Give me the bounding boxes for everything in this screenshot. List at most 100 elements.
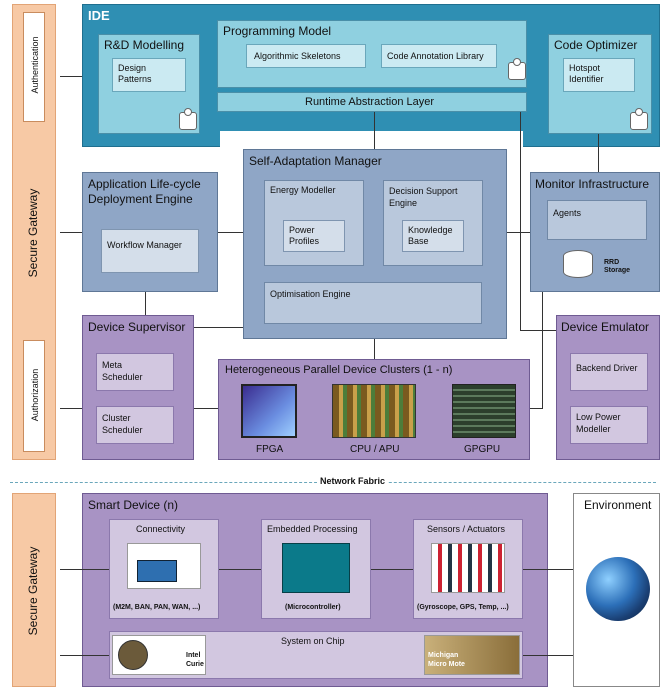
low-power-label: Low Power Modeller (576, 412, 621, 434)
algorithmic-skeletons-box (246, 44, 366, 68)
connector (219, 569, 261, 570)
connectivity-title: Connectivity (136, 524, 186, 534)
hotspot-identifier-label: Hotspot Identifier (569, 63, 604, 84)
connector (598, 134, 599, 172)
network-fabric-label: Network Fabric (317, 476, 389, 486)
workflow-manager-label: Workflow Manager (107, 240, 182, 250)
arduino-board-icon (282, 543, 350, 593)
device-emulator-title: Device Emulator (561, 320, 650, 334)
algorithmic-skeletons-label: Algorithmic Skeletons (254, 51, 341, 61)
agents-box (547, 200, 647, 240)
knowledge-base-label: Knowledge Base (408, 225, 453, 246)
programming-model-title: Programming Model (223, 24, 332, 38)
meta-scheduler-label: Meta Scheduler (102, 360, 143, 382)
environment-title: Environment (584, 498, 652, 512)
cpu-label: CPU / APU (350, 444, 400, 455)
energy-modeller-label: Energy Modeller (270, 185, 336, 195)
secure-gateway-top-label: Secure Gateway (26, 188, 40, 278)
meta-scheduler-box (96, 353, 174, 391)
connector (60, 569, 109, 570)
ide-notch (220, 131, 523, 148)
connector (530, 408, 543, 409)
michigan-label-1: Michigan (428, 652, 459, 659)
embedded-title: Embedded Processing (267, 524, 358, 534)
optimisation-engine-box (264, 282, 482, 324)
gpu-chip-icon (452, 384, 516, 438)
authentication-label: Authentication (30, 36, 40, 94)
ide-title: IDE (88, 8, 110, 23)
earth-globe-icon (586, 557, 650, 621)
low-power-box (570, 406, 648, 444)
fpga-label: FPGA (256, 444, 284, 455)
power-profiles-label: Power Profiles (289, 225, 320, 246)
intel-label-2: Curie (186, 661, 204, 668)
sam-title: Self-Adaptation Manager (249, 154, 382, 168)
connector (145, 292, 146, 315)
connector (523, 655, 573, 656)
embedded-caption: (Microcontroller) (285, 604, 341, 611)
gpgpu-label: GPGPU (464, 444, 501, 455)
connector (542, 292, 543, 408)
code-annotation-label: Code Annotation Library (387, 51, 484, 61)
cluster-scheduler-label: Cluster Scheduler (102, 413, 143, 435)
design-patterns-label: Design Patterns (118, 63, 152, 84)
code-optimizer-title: Code Optimizer (554, 38, 638, 52)
secure-gateway-bottom-label: Secure Gateway (26, 546, 40, 636)
hpdc-title: Heterogeneous Parallel Device Clusters (… (225, 364, 453, 376)
knowledge-base-box (402, 220, 464, 252)
micro-mote-image (424, 635, 520, 675)
sensors-caption: (Gyroscope, GPS, Temp, ...) (417, 604, 509, 611)
cpu-chip-icon (332, 384, 416, 438)
cluster-scheduler-box (96, 406, 174, 444)
connector (60, 655, 109, 656)
alm-title-1: Application Life-cycle (88, 177, 201, 191)
backend-driver-box (570, 353, 648, 391)
connector (374, 339, 375, 359)
connector (194, 408, 218, 409)
connector (194, 327, 243, 328)
connector (523, 569, 573, 570)
connector (218, 232, 243, 233)
hotspot-identifier-box (563, 58, 635, 92)
connector (60, 408, 82, 409)
sensors-title: Sensors / Actuators (427, 524, 506, 534)
authorization-label: Authorization (30, 368, 40, 422)
database-icon (563, 250, 593, 278)
connectivity-board-icon (137, 560, 177, 582)
connector (507, 232, 530, 233)
rrd-storage-label: RRD Storage (604, 259, 631, 274)
design-patterns-box (112, 58, 186, 92)
sensors-grid-image (431, 543, 505, 593)
decision-support-label: Decision Support Engine (389, 186, 458, 208)
connectivity-caption: (M2M, BAN, PAN, WAN, ...) (113, 604, 201, 611)
connector (520, 330, 556, 331)
smart-device-title: Smart Device (n) (88, 498, 179, 512)
authorization-box (23, 340, 45, 452)
connector (60, 232, 82, 233)
puzzle-icon (508, 58, 526, 80)
puzzle-icon (630, 108, 648, 130)
puzzle-icon (179, 108, 197, 130)
agents-label: Agents (553, 208, 582, 218)
power-profiles-box (283, 220, 345, 252)
connector (374, 112, 375, 149)
secure-gateway-bottom (12, 493, 56, 687)
runtime-abstraction-layer (217, 92, 527, 112)
monitor-title: Monitor Infrastructure (535, 177, 650, 191)
backend-driver-label: Backend Driver (576, 363, 638, 373)
soc-title: System on Chip (281, 636, 345, 646)
runtime-abstraction-label: Runtime Abstraction Layer (305, 96, 435, 108)
connector (60, 76, 82, 77)
connector (371, 569, 413, 570)
intel-label-1: Intel (186, 652, 201, 659)
alm-title-2: Deployment Engine (88, 192, 193, 206)
code-annotation-box (381, 44, 497, 68)
intel-curie-coin-icon (118, 640, 148, 670)
connector (520, 112, 521, 330)
optimisation-engine-label: Optimisation Engine (270, 289, 351, 299)
michigan-label-2: Micro Mote (428, 661, 465, 668)
device-supervisor-title: Device Supervisor (88, 320, 186, 334)
workflow-manager-box (101, 229, 199, 273)
rd-modelling-title: R&D Modelling (104, 38, 185, 52)
fpga-chip-icon (241, 384, 297, 438)
